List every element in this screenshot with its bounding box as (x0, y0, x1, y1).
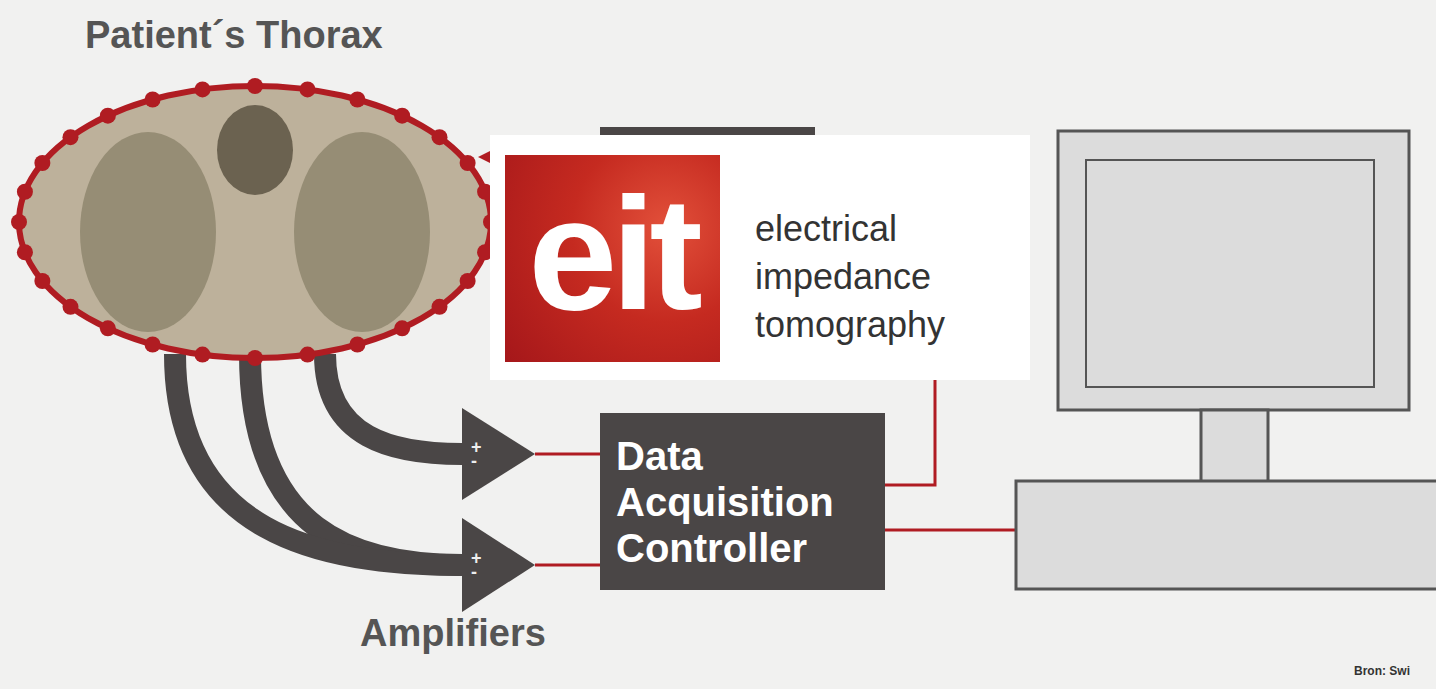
input-sign: - (471, 454, 482, 468)
electrode (62, 299, 78, 315)
electrode (194, 347, 210, 363)
electrode (432, 129, 448, 145)
electrode (300, 347, 316, 363)
logo-wordmark: electrical impedance tomography (755, 205, 1015, 349)
electrode (194, 81, 210, 97)
amplifier-inputs: +- (471, 518, 482, 612)
electrode (247, 78, 263, 94)
signal-wire (535, 564, 600, 567)
thorax-body (19, 86, 491, 358)
amplifier-inputs: +- (471, 408, 482, 500)
eit-logo: eit electrical impedance tomography (490, 135, 1030, 380)
heart (217, 105, 293, 195)
electrode (100, 320, 116, 336)
electrode (394, 108, 410, 124)
input-sign: + (471, 440, 482, 454)
computer (1016, 131, 1436, 589)
electrode-cable (325, 354, 462, 454)
logo-mark: eit (528, 174, 697, 334)
source-note: Bron: Swi (1354, 664, 1410, 678)
electrode (349, 91, 365, 107)
box-label: Data Acquisition Controller (616, 433, 869, 571)
left-lung (80, 132, 216, 332)
electrode (394, 320, 410, 336)
section-title: Patient´s Thorax (85, 14, 383, 57)
electrode (145, 337, 161, 353)
electrode (11, 214, 27, 230)
signal-wire (535, 453, 600, 456)
electrode (460, 273, 476, 289)
electrode (17, 184, 33, 200)
thorax-outline (15, 80, 495, 360)
electrode-cable (175, 354, 462, 565)
electrode (460, 155, 476, 171)
electrode (349, 337, 365, 353)
electrode (300, 81, 316, 97)
electrode (34, 273, 50, 289)
signal-wire (885, 380, 935, 485)
electrode (34, 155, 50, 171)
electrode (100, 108, 116, 124)
electrode (247, 350, 263, 366)
electrode (145, 91, 161, 107)
electrode (432, 299, 448, 315)
input-sign: - (471, 565, 482, 579)
amplifier: +- (462, 408, 535, 500)
logo-square: eit (505, 155, 720, 362)
input-sign: + (471, 551, 482, 565)
controller-box: Data Acquisition Controller (600, 413, 885, 590)
group-label: Amplifiers (360, 612, 546, 655)
thorax-section: Patient´s Thorax (15, 80, 495, 360)
data-wire (885, 529, 1016, 532)
right-lung (294, 132, 430, 332)
amplifier: +- (462, 518, 535, 612)
electrode (62, 129, 78, 145)
electrode (17, 244, 33, 260)
